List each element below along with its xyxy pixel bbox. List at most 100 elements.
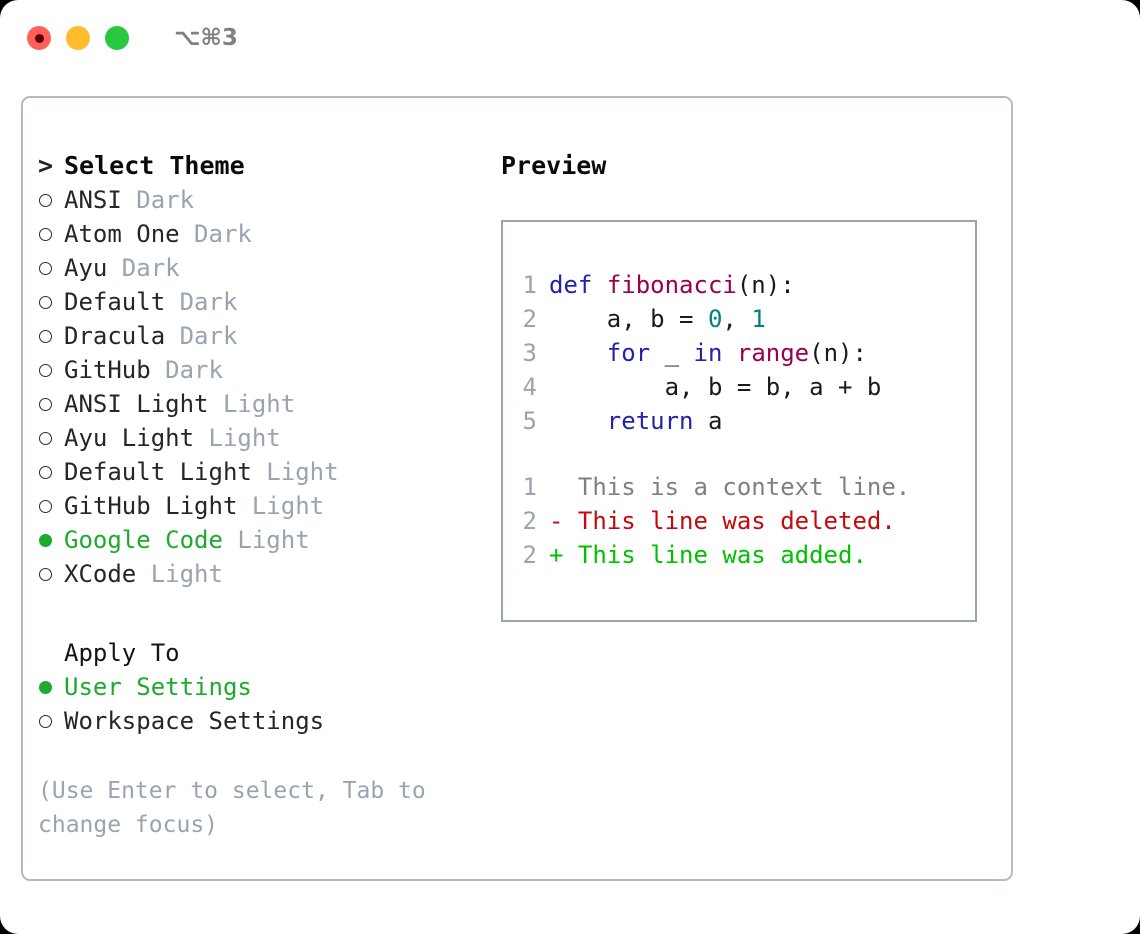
code-token: a, b = b, a + b (549, 373, 882, 401)
code-token: for (606, 339, 651, 367)
theme-list-item[interactable]: Dracula Dark (38, 319, 488, 353)
code-line: 2 a, b = 0, 1 (513, 302, 881, 336)
code-token (722, 339, 736, 367)
code-line-number: 1 (522, 271, 537, 299)
theme-name-label: Default (64, 288, 166, 316)
code-token: (n): (809, 339, 867, 367)
diff-line: 2 + This line was added. (513, 538, 910, 572)
theme-list-item[interactable]: Default Dark (38, 285, 488, 319)
code-token: in (693, 339, 723, 367)
theme-name-label: Atom One (64, 220, 180, 248)
close-button[interactable] (27, 26, 51, 50)
diff-line-number: 2 (522, 507, 537, 535)
code-token: def (549, 271, 593, 299)
preview-title: Preview (501, 151, 607, 180)
diff-sign: + (549, 541, 564, 569)
code-token (592, 271, 606, 299)
code-line-number: 3 (522, 339, 537, 367)
theme-variant-label: Light (194, 424, 281, 452)
theme-list-item[interactable]: ANSI Dark (38, 183, 488, 217)
section-spacer (38, 591, 488, 636)
apply-to-header: Apply To (64, 639, 180, 667)
code-token (549, 407, 607, 435)
code-line: 4 a, b = b, a + b (513, 370, 882, 404)
diff-sign: - (549, 507, 564, 535)
theme-variant-label: Light (222, 526, 310, 554)
keyboard-shortcut-label: ⌥⌘3 (174, 25, 238, 51)
diff-sign (549, 473, 563, 501)
keyboard-hint-text: (Use Enter to select, Tab to change focu… (38, 778, 440, 838)
code-token: (n): (736, 271, 795, 299)
theme-name-label: GitHub Light (64, 492, 238, 520)
theme-selector-header-label: Select Theme (64, 151, 245, 180)
theme-variant-label: Dark (179, 220, 252, 248)
theme-list-item[interactable]: Google Code Light (38, 523, 488, 557)
theme-list-item[interactable]: Ayu Light Light (38, 421, 488, 455)
theme-list-item[interactable]: XCode Light (38, 557, 488, 591)
theme-variant-label: Light (208, 390, 296, 418)
code-token: 0 (707, 305, 723, 333)
diff-line-number: 2 (522, 541, 537, 569)
code-line-number: 2 (522, 305, 537, 333)
diff-line-number: 1 (522, 473, 537, 501)
theme-name-label: Ayu Light (64, 424, 195, 452)
code-line-number: 4 (522, 373, 537, 401)
theme-list-item[interactable]: GitHub Light Light (38, 489, 488, 523)
theme-name-label: Dracula (64, 322, 166, 350)
cursor-caret-icon: > (38, 151, 69, 180)
diff-text: This line was deleted. (563, 507, 896, 535)
theme-variant-label: Dark (107, 254, 180, 282)
window-titlebar: ⌥⌘3 (0, 0, 1140, 76)
theme-name-label: ANSI (64, 186, 122, 214)
diff-sample: 1 This is a context line.2- This line wa… (513, 470, 911, 572)
code-line-number: 5 (522, 407, 537, 435)
code-token: fibonacci (606, 271, 737, 299)
theme-name-label: GitHub (64, 356, 151, 384)
theme-name-label: XCode (64, 560, 137, 588)
apply-to-item[interactable]: Workspace Settings (38, 704, 488, 738)
code-token: 1 (751, 305, 766, 333)
theme-list-item[interactable]: Default Light Light (38, 455, 488, 489)
theme-variant-label: Light (251, 458, 339, 486)
minimize-button[interactable] (66, 26, 90, 50)
apply-to-item[interactable]: User Settings (38, 670, 488, 704)
zoom-button[interactable] (105, 26, 129, 50)
code-line: 1 def fibonacci(n): (513, 268, 881, 302)
code-line: 5 return a (513, 404, 881, 438)
diff-line: 2- This line was deleted. (513, 504, 910, 538)
theme-variant-label: Dark (165, 288, 238, 316)
theme-list-item[interactable]: ANSI Light Light (38, 387, 488, 421)
theme-variant-label: Light (136, 560, 223, 588)
diff-text: This line was added. (563, 541, 867, 569)
code-token: a, b = (549, 305, 708, 333)
theme-list-item[interactable]: GitHub Dark (38, 353, 488, 387)
diff-line: 1 This is a context line. (513, 470, 911, 504)
apply-to-label: User Settings (64, 673, 252, 701)
apply-to-label: Workspace Settings (64, 707, 325, 735)
theme-variant-label: Dark (150, 356, 223, 384)
theme-list-item[interactable]: Atom One Dark (38, 217, 488, 251)
theme-variant-label: Dark (165, 322, 238, 350)
theme-variant-label: Light (237, 492, 325, 520)
code-token: _ (650, 339, 694, 367)
theme-variant-label: Dark (121, 186, 195, 214)
theme-name-label: Ayu (64, 254, 108, 282)
diff-text: This is a context line. (563, 473, 911, 501)
close-icon (34, 33, 44, 43)
code-line: 3 for _ in range(n): (513, 336, 881, 370)
theme-name-label: ANSI Light (64, 390, 209, 418)
theme-name-label: Google Code (64, 526, 223, 554)
code-token: range (736, 339, 810, 367)
code-token: , (722, 305, 752, 333)
code-token: return (606, 407, 694, 435)
traffic-light-buttons (27, 26, 129, 50)
theme-list-item[interactable]: Ayu Dark (38, 251, 488, 285)
code-token (549, 339, 607, 367)
